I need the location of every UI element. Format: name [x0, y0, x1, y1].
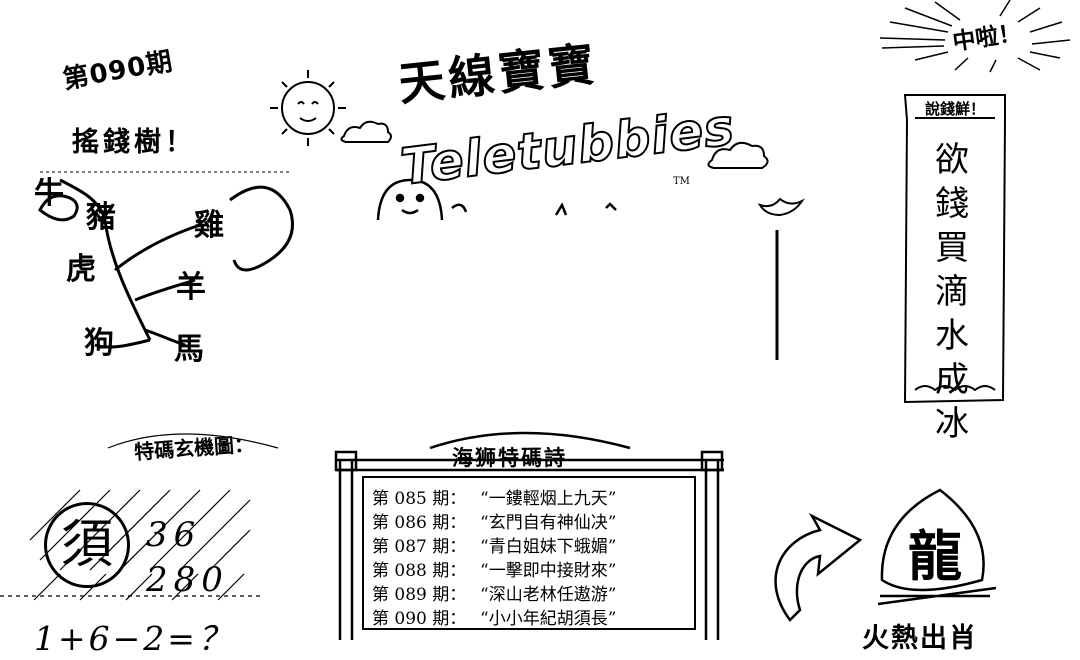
poem-period: 第 086 期： [372, 513, 467, 533]
trademark-mark: TM [673, 176, 690, 187]
tree-label-rooster: 雞 [194, 208, 224, 243]
money-tree-icon [38, 171, 294, 349]
tree-label-tiger: 虎 [66, 252, 96, 287]
poem-line: “一鏤輕烟上九天” [480, 489, 617, 509]
poem-row: 第 086 期： “玄門自有神仙决” [372, 508, 616, 533]
poem-period: 第 090 期： [372, 609, 467, 629]
poem-row: 第 087 期： “青白姐妹下蛾媚” [372, 532, 616, 557]
curved-arrow-icon [774, 513, 863, 622]
hint-number-1: 36 [146, 515, 202, 555]
poem-period: 第 085 期： [372, 489, 467, 509]
tree-label-ox: 牛 [34, 176, 64, 211]
circled-character: 須 [44, 502, 130, 588]
flame-icon [877, 488, 997, 606]
poem-row: 第 089 期： “深山老林任遨游” [372, 580, 616, 605]
poem-line: “深山老林任遨游” [480, 585, 617, 605]
sun-icon [270, 70, 346, 146]
starburst-icon [879, 0, 1071, 73]
poem-line: “一擊即中接財來” [480, 561, 617, 581]
flag-pole-icon [757, 197, 805, 360]
teletubby-icon [376, 178, 617, 221]
dragon-label: 火熱出肖 [862, 623, 978, 654]
hint-number-2: 280 [146, 560, 229, 600]
poem-line: “玄門自有神仙决” [480, 513, 617, 533]
tree-label-dog: 狗 [84, 326, 114, 361]
dragon-character: 龍 [908, 525, 962, 588]
poem-period: 第 088 期： [372, 561, 467, 581]
tree-label-pig: 豬 [86, 200, 116, 235]
poem-row: 第 090 期： “小小年紀胡須長” [372, 604, 616, 629]
tree-label-horse: 馬 [174, 332, 204, 367]
poem-title: 海狮特碼詩 [452, 446, 567, 470]
money-tree-title: 搖錢樹！ [72, 127, 196, 158]
scroll-header: 說錢鮮！ [925, 100, 986, 118]
tree-label-goat: 羊 [176, 270, 206, 305]
poem-period: 第 089 期： [372, 585, 467, 605]
poem-box: 第 085 期： “一鏤輕烟上九天” 第 086 期： “玄門自有神仙决” 第 08… [362, 476, 696, 630]
poem-line: “青白姐妹下蛾媚” [480, 537, 617, 557]
hint-equation: 1+6−2=？ [34, 619, 234, 658]
poem-frame-icon [334, 431, 724, 640]
scroll-vertical-text: 欲錢買滴水成冰 [935, 140, 969, 444]
cloud-icon [340, 120, 769, 169]
scroll-frame-icon [903, 94, 1006, 404]
poem-row: 第 088 期： “一擊即中接財來” [372, 556, 616, 581]
poem-row: 第 085 期： “一鏤輕烟上九天” [372, 484, 616, 509]
poem-line: “小小年紀胡須長” [480, 609, 617, 629]
poem-period: 第 087 期： [372, 537, 467, 557]
